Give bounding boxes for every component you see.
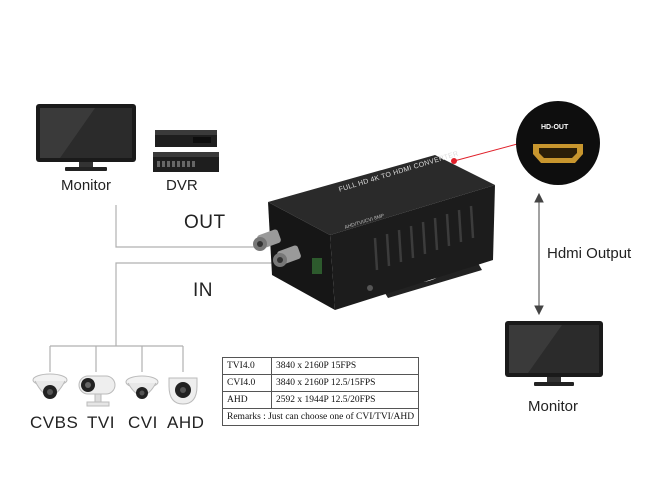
ahd-camera-icon [168,377,198,405]
hdmi-output-label: Hdmi Output [547,245,632,262]
resolution-cell: 3840 x 2160P 15FPS [271,357,420,375]
spec-table: TVI4.0 3840 x 2160P 15FPS CVI4.0 3840 x … [221,357,420,426]
in-label: IN [193,280,213,301]
resolution-cell: 3840 x 2160P 12.5/15FPS [271,374,420,392]
remark-cell: Remarks : Just can choose one of CVI/TVI… [221,408,420,426]
format-cell: CVI4.0 [221,374,273,392]
table-row: TVI4.0 3840 x 2160P 15FPS [221,357,420,375]
resolution-cell: 2592 x 1944P 12.5/20FPS [271,391,420,409]
table-row: CVI4.0 3840 x 2160P 12.5/15FPS [221,374,420,392]
camera-label-cvi: CVI [128,413,158,432]
table-row: AHD 2592 x 1944P 12.5/20FPS [221,391,420,409]
converter-device [253,155,495,310]
tvi-camera-icon [78,375,116,407]
cvbs-camera-icon [32,373,68,399]
camera-label-ahd: AHD [167,413,205,432]
format-cell: AHD [221,391,273,409]
cvi-camera-icon [125,375,159,399]
monitor-right-label: Monitor [528,398,579,415]
camera-label-tvi: TVI [87,413,115,432]
camera-label-cvbs: CVBS [30,413,79,432]
dvr-icon [153,130,219,172]
table-row: Remarks : Just can choose one of CVI/TVI… [221,408,420,426]
out-label: OUT [184,212,226,233]
monitor-right-icon [505,321,603,386]
dvr-label: DVR [166,177,198,194]
monitor-left-label: Monitor [61,177,112,194]
monitor-left-icon [36,104,136,171]
hdmi-port-icon [516,101,600,185]
hdout-badge-label: HD-OUT [541,124,569,131]
format-cell: TVI4.0 [221,357,273,375]
